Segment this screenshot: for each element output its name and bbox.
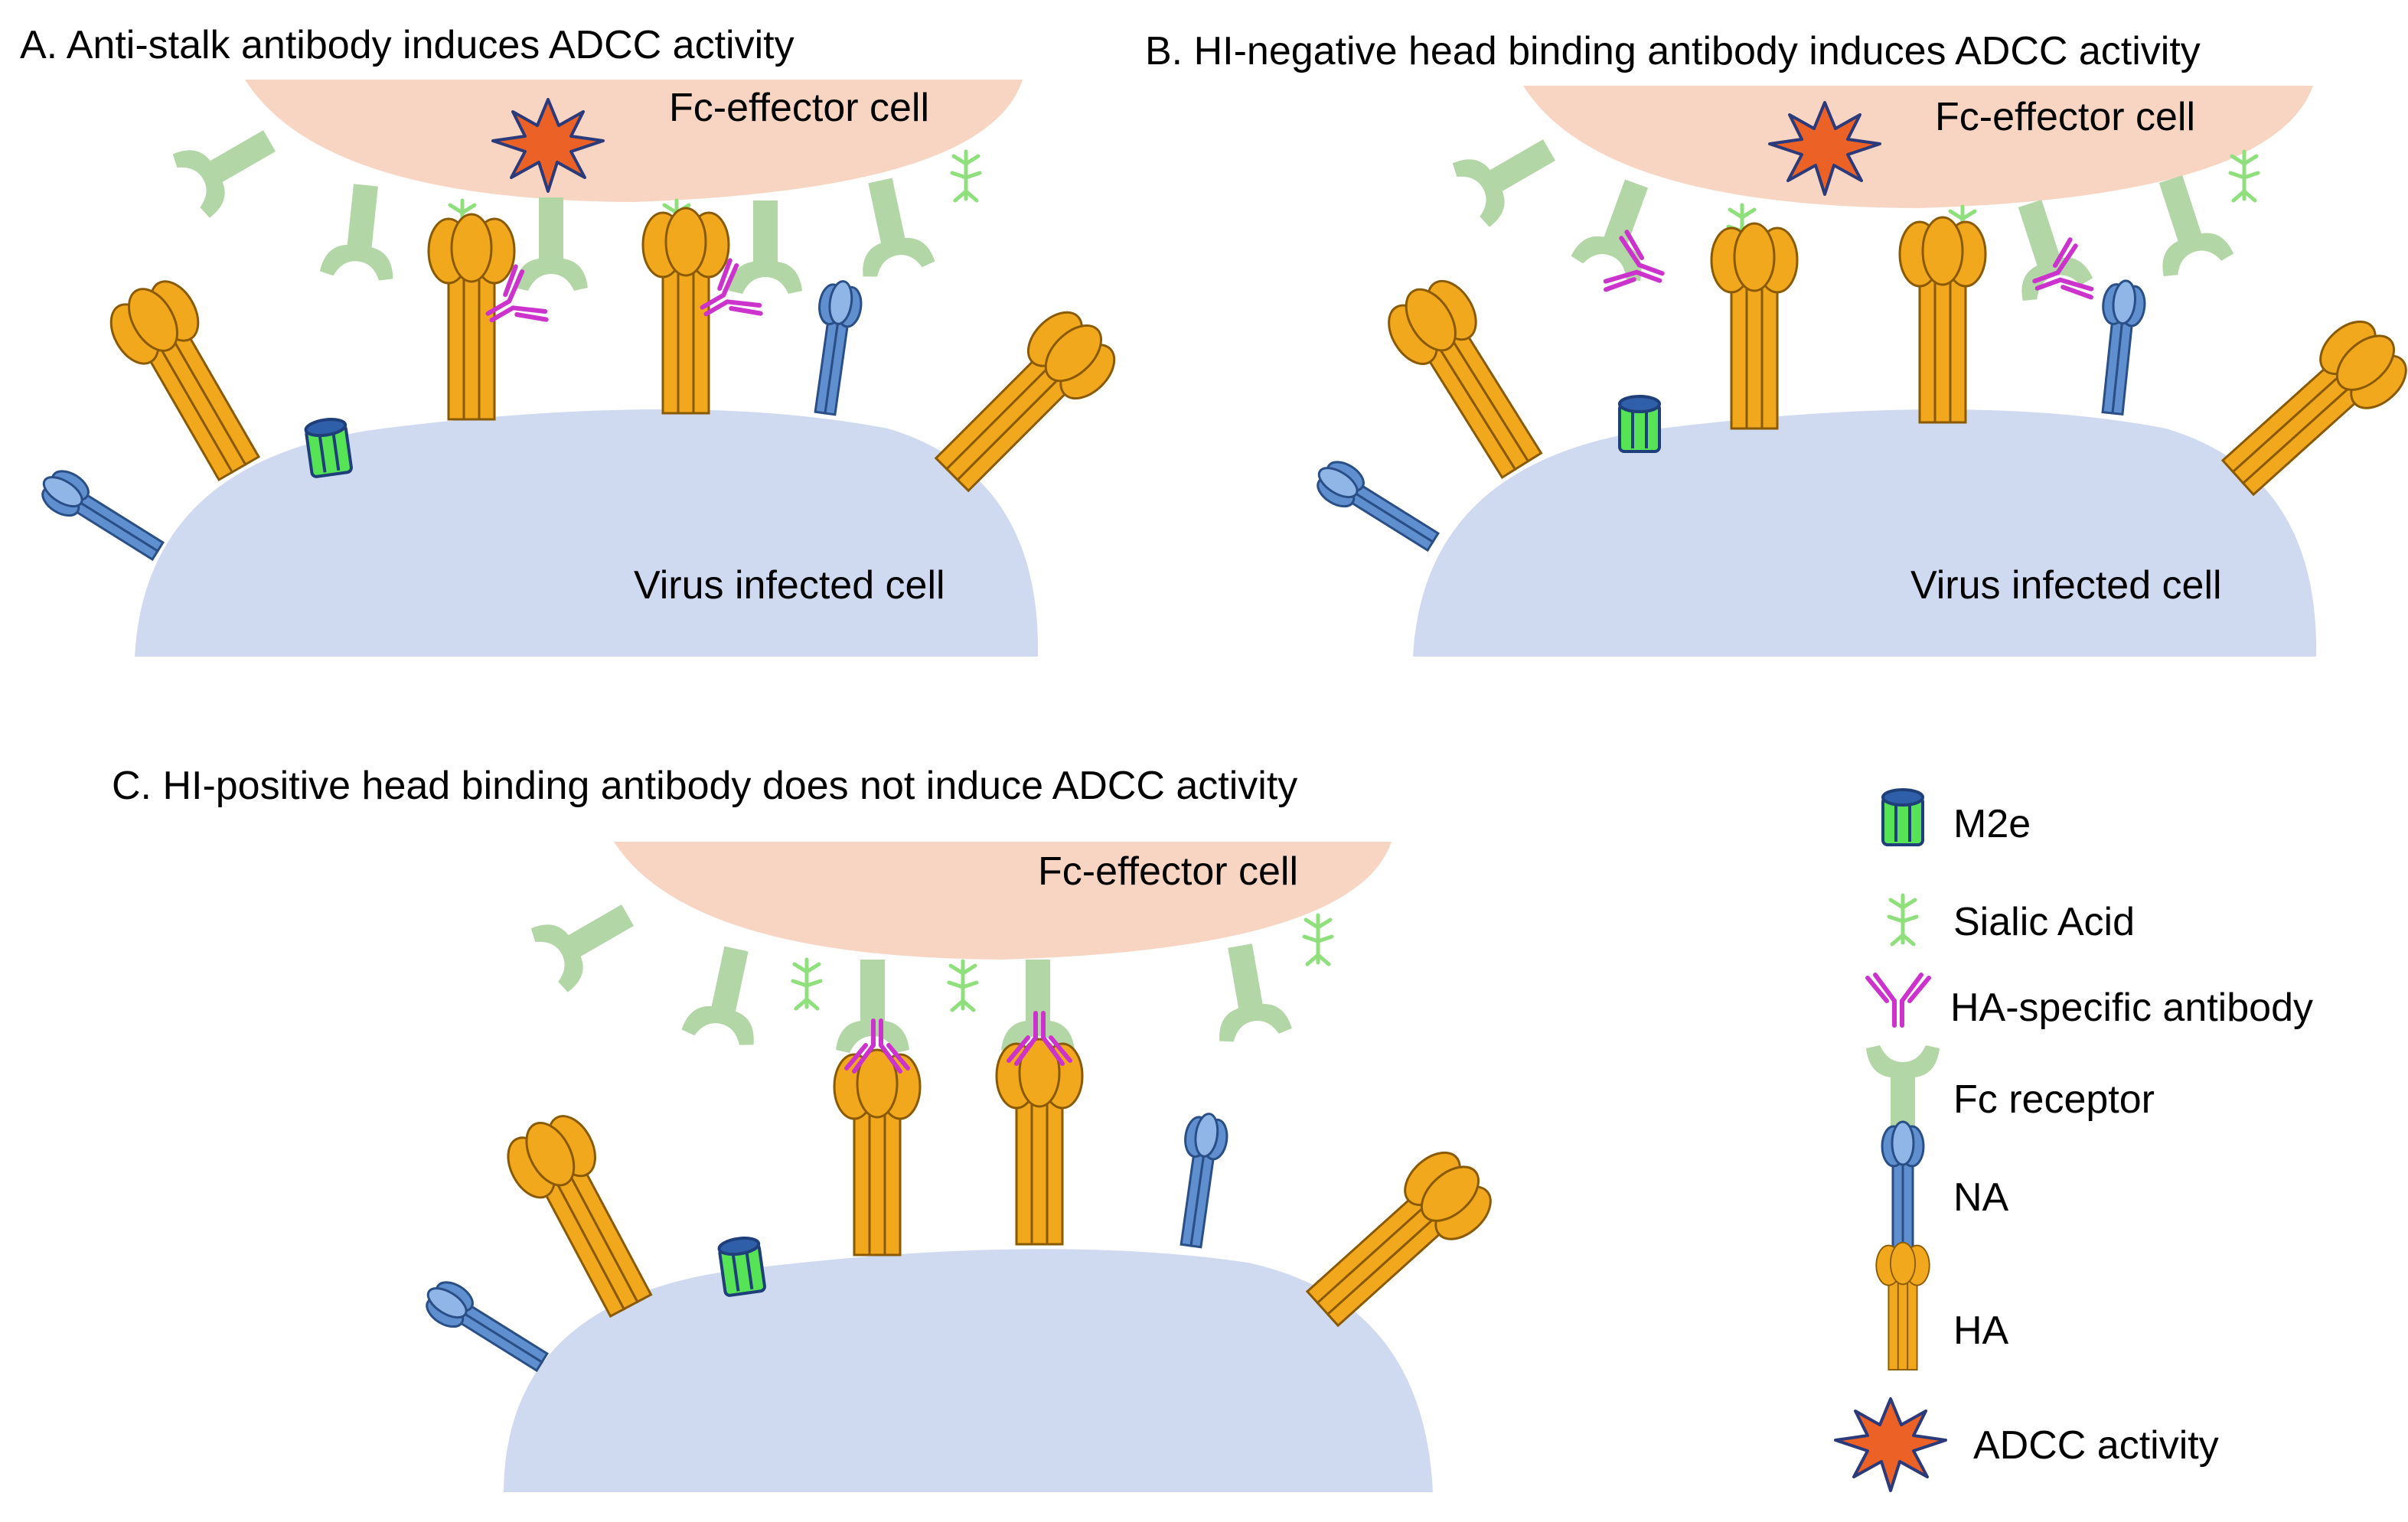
effector-cell [614, 842, 1392, 960]
m2e-icon [1881, 788, 1924, 846]
fc-receptor-icon [170, 109, 288, 220]
ha-icon [1875, 1241, 1930, 1370]
fc-receptor-icon [844, 173, 936, 280]
infected-cell [504, 1249, 1433, 1492]
fc-receptor-icon [514, 197, 588, 291]
ha-icon [1710, 222, 1799, 430]
fc-receptor-icon [680, 941, 772, 1048]
sialic-acid-icon [1889, 895, 1917, 944]
legend-item-antibody: HA-specific antibody [1868, 975, 2313, 1030]
fc-receptor-icon [1450, 118, 1568, 229]
fc-receptor-icon [528, 883, 646, 994]
ha-icon [995, 1038, 1084, 1246]
na-icon [1881, 1120, 1925, 1256]
fc-receptor-icon [729, 200, 802, 294]
na-icon [1307, 452, 1445, 561]
panel-c: C. HI-positive head binding antibody doe… [112, 764, 1506, 1492]
infected-cell [135, 409, 1039, 657]
ha-icon [2208, 307, 2408, 511]
legend-label: HA-specific antibody [1950, 986, 2313, 1030]
ha-icon [98, 268, 277, 491]
panel-a: A. Anti-stalk antibody induces ADCC acti… [20, 23, 1129, 657]
infected-cell-label: Virus infected cell [634, 563, 945, 608]
m2e-icon [303, 416, 354, 479]
m2e-icon [1618, 395, 1661, 453]
m2e-icon [716, 1234, 767, 1298]
sialic-acid-icon [952, 152, 980, 200]
effector-cell-label: Fc-effector cell [1935, 95, 2195, 139]
legend-label: Fc receptor [1953, 1077, 2155, 1122]
legend-item-sialic-acid: Sialic Acid [1889, 895, 2135, 944]
legend-label: HA [1953, 1309, 2009, 1353]
sialic-acid-icon [1304, 915, 1332, 964]
fc-receptor-icon [1570, 171, 1672, 285]
legend-item-ha: HA [1875, 1241, 2009, 1370]
legend-item-fc-receptor: Fc receptor [1866, 1045, 2155, 1139]
legend-item-m2e: M2e [1881, 788, 2031, 846]
effector-cell-label: Fc-effector cell [669, 86, 929, 130]
fc-receptor-icon [2136, 168, 2235, 279]
na-icon [416, 1273, 554, 1381]
legend-label: Sialic Acid [1953, 900, 2135, 944]
legend-item-adcc: ADCC activity [1834, 1397, 2219, 1492]
na-icon [1169, 1110, 1232, 1250]
fc-receptor-icon [1203, 939, 1293, 1045]
adcc-burst-icon [1834, 1397, 1947, 1492]
panel-b: B. HI-negative head binding antibody ind… [1145, 29, 2408, 657]
fc-receptor-icon [319, 181, 403, 282]
effector-cell [1523, 86, 2313, 208]
panel-a-title: A. Anti-stalk antibody induces ADCC acti… [20, 23, 795, 67]
na-icon [2090, 277, 2149, 417]
panel-b-title: B. HI-negative head binding antibody ind… [1145, 29, 2201, 73]
na-icon [32, 461, 170, 570]
effector-cell-label: Fc-effector cell [1038, 849, 1298, 894]
ha-icon [1898, 216, 1987, 424]
na-icon [803, 277, 866, 418]
sialic-acid-icon [949, 961, 977, 1010]
ha-icon [495, 1103, 670, 1327]
sialic-acid-icon [2230, 152, 2258, 200]
infected-cell-label: Virus infected cell [1910, 563, 2222, 608]
sialic-acid-icon [793, 960, 821, 1009]
panel-c-title: C. HI-positive head binding antibody doe… [112, 764, 1297, 808]
ha-icon [833, 1048, 922, 1256]
effector-cell [245, 80, 1023, 202]
infected-cell [1413, 409, 2317, 657]
ha-icon [1375, 267, 1559, 490]
legend-label: NA [1953, 1175, 2009, 1220]
ha-icon [920, 298, 1129, 507]
antibody-icon [1868, 975, 1929, 1025]
ha-icon [1293, 1138, 1506, 1342]
legend-item-na: NA [1881, 1120, 2009, 1256]
legend: M2e Sialic Acid HA-specific antibody Fc … [1834, 788, 2313, 1492]
legend-label: M2e [1953, 802, 2031, 846]
legend-label: ADCC activity [1973, 1423, 2219, 1468]
